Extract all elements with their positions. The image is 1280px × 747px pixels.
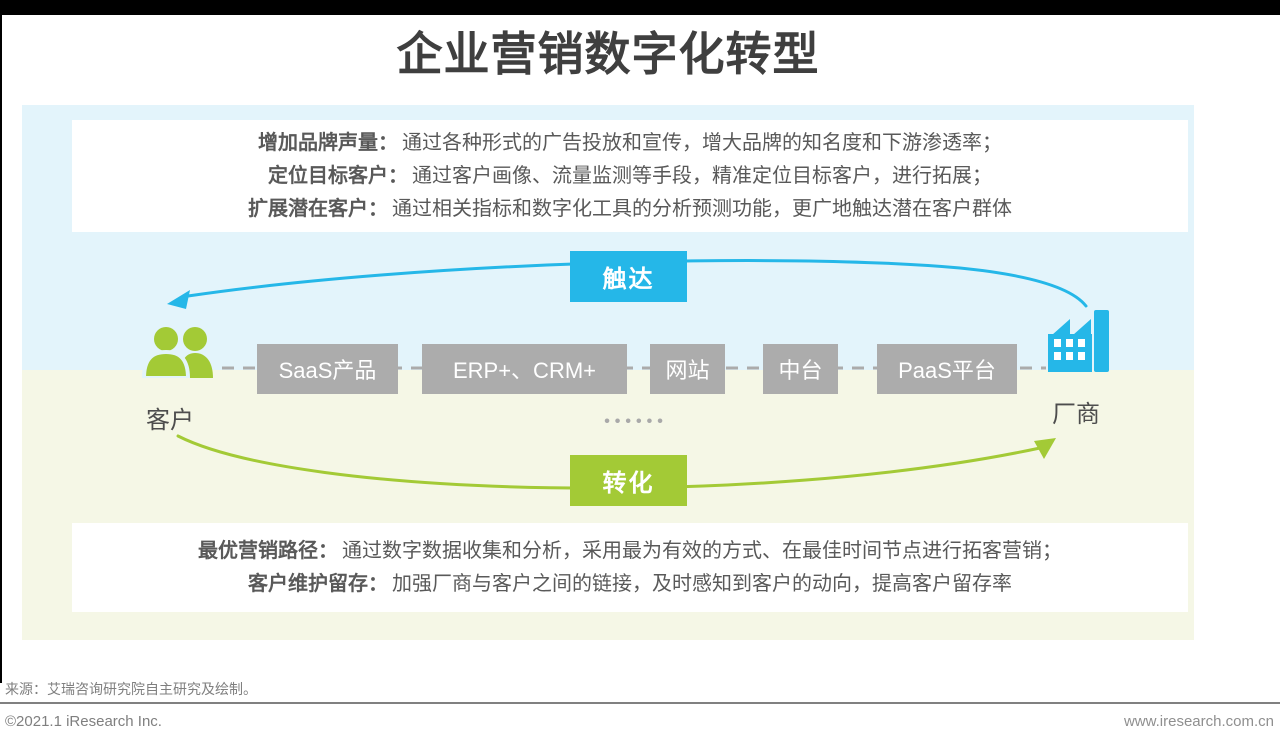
convert-description-box: 最优营销路径：通过数字数据收集和分析，采用最为有效的方式、在最佳时间节点进行拓客… bbox=[72, 523, 1188, 612]
reach-point-2-text: 通过客户画像、流量监测等手段，精准定位目标客户，进行拓展； bbox=[412, 164, 992, 187]
reach-point-1-text: 通过各种形式的广告投放和宣传，增大品牌的知名度和下游渗透率； bbox=[402, 131, 1002, 154]
reach-point-3-label: 扩展潜在客户： bbox=[248, 197, 388, 220]
reach-point-2-label: 定位目标客户： bbox=[268, 164, 408, 187]
convert-tag: 转化 bbox=[570, 455, 687, 506]
reach-tag: 触达 bbox=[570, 251, 687, 302]
convert-point-1: 最优营销路径：通过数字数据收集和分析，采用最为有效的方式、在最佳时间节点进行拓客… bbox=[198, 535, 1062, 568]
convert-point-1-label: 最优营销路径： bbox=[198, 539, 338, 562]
convert-point-2: 客户维护留存：加强厂商与客户之间的链接，及时感知到客户的动向，提高客户留存率 bbox=[248, 568, 1012, 601]
reach-point-1: 增加品牌声量：通过各种形式的广告投放和宣传，增大品牌的知名度和下游渗透率； bbox=[258, 127, 1002, 160]
reach-point-3-text: 通过相关指标和数字化工具的分析预测功能，更广地触达潜在客户群体 bbox=[392, 197, 1012, 220]
convert-point-2-text: 加强厂商与客户之间的链接，及时感知到客户的动向，提高客户留存率 bbox=[392, 572, 1012, 595]
flow-box-paas: PaaS平台 bbox=[877, 344, 1017, 394]
left-edge-line bbox=[0, 15, 2, 683]
more-tools-ellipsis: •••••• bbox=[604, 413, 668, 430]
website-link[interactable]: www.iresearch.com.cn bbox=[1123, 713, 1274, 730]
flow-box-middle-platform: 中台 bbox=[763, 344, 838, 394]
top-edge-bar bbox=[0, 0, 1280, 15]
factory-label: 厂商 bbox=[1052, 401, 1100, 428]
flow-box-erp-crm: ERP+、CRM+ bbox=[422, 344, 627, 394]
flow-box-saas: SaaS产品 bbox=[257, 344, 398, 394]
reach-point-3: 扩展潜在客户：通过相关指标和数字化工具的分析预测功能，更广地触达潜在客户群体 bbox=[248, 193, 1012, 226]
reach-point-2: 定位目标客户：通过客户画像、流量监测等手段，精准定位目标客户，进行拓展； bbox=[268, 160, 992, 193]
source-note: 来源：艾瑞咨询研究院自主研究及绘制。 bbox=[5, 681, 257, 697]
customers-label: 客户 bbox=[146, 407, 194, 434]
page-title: 企业营销数字化转型 bbox=[396, 28, 820, 80]
convert-point-2-label: 客户维护留存： bbox=[248, 572, 388, 595]
footer-divider bbox=[0, 702, 1280, 704]
factory-icon bbox=[1048, 308, 1116, 377]
reach-description-box: 增加品牌声量：通过各种形式的广告投放和宣传，增大品牌的知名度和下游渗透率； 定位… bbox=[72, 120, 1188, 232]
copyright-text: ©2021.1 iResearch Inc. bbox=[5, 713, 162, 730]
reach-point-1-label: 增加品牌声量： bbox=[258, 131, 398, 154]
flow-box-website: 网站 bbox=[650, 344, 725, 394]
customers-icon bbox=[141, 326, 218, 383]
convert-point-1-text: 通过数字数据收集和分析，采用最为有效的方式、在最佳时间节点进行拓客营销； bbox=[342, 539, 1062, 562]
